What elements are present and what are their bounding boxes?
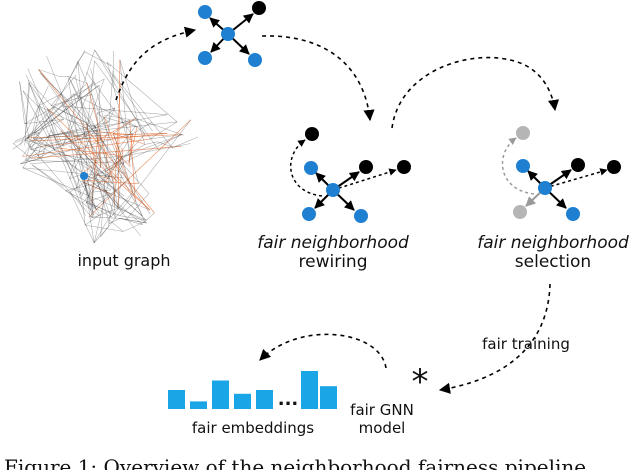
rewiring-label-line2: rewiring [299, 252, 368, 272]
node-blue [566, 207, 580, 221]
node-black [397, 160, 411, 174]
embedding-bar [320, 386, 337, 409]
fair-gnn-label-line1: fair GNN [350, 401, 414, 419]
input-graph-edges [12, 49, 199, 244]
node-black [252, 1, 266, 15]
node-black [607, 160, 621, 174]
fair-embeddings-label: fair embeddings [192, 419, 314, 437]
node-blue [304, 161, 318, 175]
embedding-bar [234, 393, 251, 409]
embedding-bar [190, 401, 207, 409]
node-blue [198, 5, 212, 19]
embedding-bar [256, 390, 273, 409]
arrow-input-to-star [115, 26, 197, 101]
node-gray [513, 205, 527, 219]
embedding-bar [168, 390, 185, 409]
selection-label-line2: selection [515, 252, 591, 272]
neighborhood-star-selection [501, 126, 621, 221]
fair-gnn-label-line2: model [359, 419, 406, 437]
node-blue [198, 51, 212, 65]
input-graph-highlight-node [80, 172, 88, 180]
node-blue [248, 53, 262, 67]
input-graph-label: input graph [77, 251, 170, 270]
embedding-bar [301, 371, 318, 409]
embedding-bar [212, 380, 229, 409]
node-center [326, 183, 340, 197]
input-graph [12, 49, 199, 244]
neighborhood-star-top [198, 1, 266, 67]
neighborhood-star-rewiring [290, 127, 411, 223]
node-gray [516, 126, 530, 140]
figure-caption: Figure 1: Overview of the neighborhood f… [4, 455, 592, 470]
flow-arrows [115, 26, 560, 394]
node-center [538, 181, 552, 195]
selection-label-line1: fair neighborhood [477, 233, 629, 253]
fair-training-label: fair training [482, 335, 570, 353]
arrow-star-to-rewiring [261, 35, 375, 122]
arrow-model-to-embeddings [259, 333, 387, 369]
node-blue [516, 159, 530, 173]
arrow-rewiring-to-selection [391, 56, 560, 129]
node-black [571, 158, 585, 172]
arrow-selection-to-model [438, 283, 551, 394]
node-blue [302, 207, 316, 221]
node-center [221, 27, 235, 41]
node-black [359, 160, 373, 174]
node-blue [354, 209, 368, 223]
embedding-vector [168, 371, 337, 409]
embedding-ellipsis: ... [278, 389, 299, 410]
rewiring-label-line1: fair neighborhood [257, 233, 409, 253]
asterisk-symbol: * [412, 362, 429, 402]
node-black [305, 127, 319, 141]
